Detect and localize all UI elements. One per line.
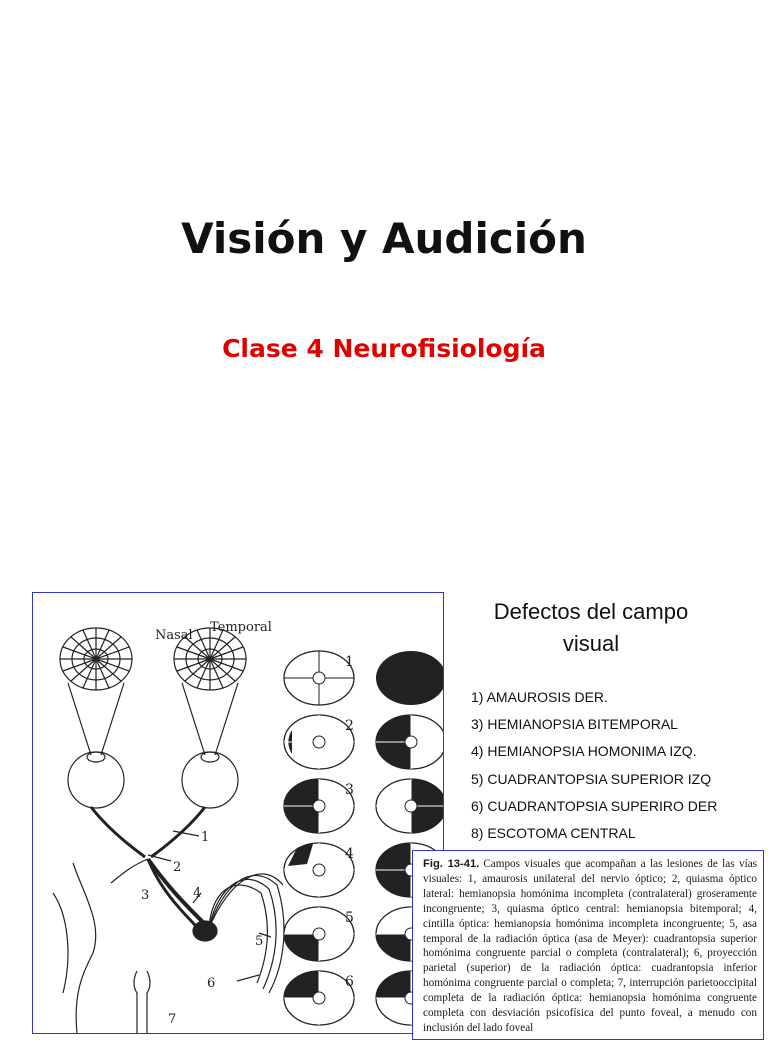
field-center [312,735,326,749]
defects-list: 1) AMAUROSIS DER. 3) HEMIANOPSIA BITEMPO… [471,689,717,852]
field-defect-fill [376,715,411,742]
field-row-number: 2 [345,718,354,734]
slide-title: Visión y Audición [181,214,587,263]
field-row-number: 5 [345,910,354,926]
field-defect-fill [376,651,443,705]
caption-text: Campos visuales que acompañan a las lesi… [423,858,758,1034]
field-center [404,799,418,813]
field-defect-fill [284,934,319,961]
field-center [312,991,326,1005]
pathway-number-4: 4 [193,886,201,901]
defect-item: 4) HEMIANOPSIA HOMONIMA IZQ. [471,743,697,760]
pathway-number-1: 1 [201,830,209,845]
field-defect-fill [284,779,319,806]
visual-field-diagram [283,970,355,1026]
pathway-number-5: 5 [255,934,263,949]
slide-subtitle: Clase 4 Neurofisiología [222,334,546,363]
field-row-number: 3 [345,782,354,798]
field-center [404,735,418,749]
visual-pathway-drawing: Nasal Temporal 1 2 3 4 5 6 7 1 2 3 4 5 6 [52,620,443,1033]
caption-title: Fig. 13-41. [423,858,480,870]
field-row-number: 1 [345,654,354,670]
defect-item: 6) CUADRANTOPSIA SUPERIRO DER [471,797,718,814]
pathway-number-2: 2 [173,860,181,875]
field-defect-fill [411,779,443,806]
field-row-number: 6 [345,974,354,990]
visual-field-diagram [375,714,443,770]
visual-field-diagram [376,651,443,705]
pathway-number-7: 7 [168,1012,176,1027]
defect-item: 5) CUADRANTOPSIA SUPERIOR IZQ [471,770,712,787]
field-defect-fill [376,971,411,998]
field-defect-fill [284,806,319,833]
field-defect-fill [376,742,411,769]
defects-heading: Defectos del campo visual [460,596,722,660]
visual-field-diagram [283,842,355,898]
visual-pathway-figure: Nasal Temporal 1 2 3 4 5 6 7 1 2 3 4 5 6 [32,592,444,1034]
field-defect-fill [288,844,313,866]
visual-field-diagram [283,714,355,770]
label-temporal: Temporal [210,620,272,635]
field-center [312,927,326,941]
defect-item: 8) ESCOTOMA CENTRAL [471,824,636,841]
field-center [312,671,326,685]
visual-field-diagram [283,906,355,962]
defect-item: 3) HEMIANOPSIA BITEMPORAL [471,716,678,733]
field-center [312,799,326,813]
field-defect-fill [376,843,411,870]
field-defect-fill [376,870,411,897]
field-defect-fill [284,971,319,998]
field-center [312,863,326,877]
visual-field-diagram [375,778,443,834]
pathway-number-3: 3 [141,888,149,903]
pathway-number-6: 6 [207,976,215,991]
defect-item: 1) AMAUROSIS DER. [471,689,608,705]
right-visual-field-grid [173,627,247,691]
field-row-number: 4 [345,846,354,862]
visual-field-diagram [283,650,355,706]
label-nasal: Nasal [155,628,193,643]
defects-heading-line1: Defectos del campo [493,599,689,624]
visual-field-diagram [283,778,355,834]
defects-heading-line2: visual [562,631,620,656]
field-defect-fill [376,934,411,961]
figure-caption: Fig. 13-41.Campos visuales que acompañan… [412,850,764,1040]
left-visual-field-grid [59,627,133,691]
field-defect-fill [411,806,443,833]
